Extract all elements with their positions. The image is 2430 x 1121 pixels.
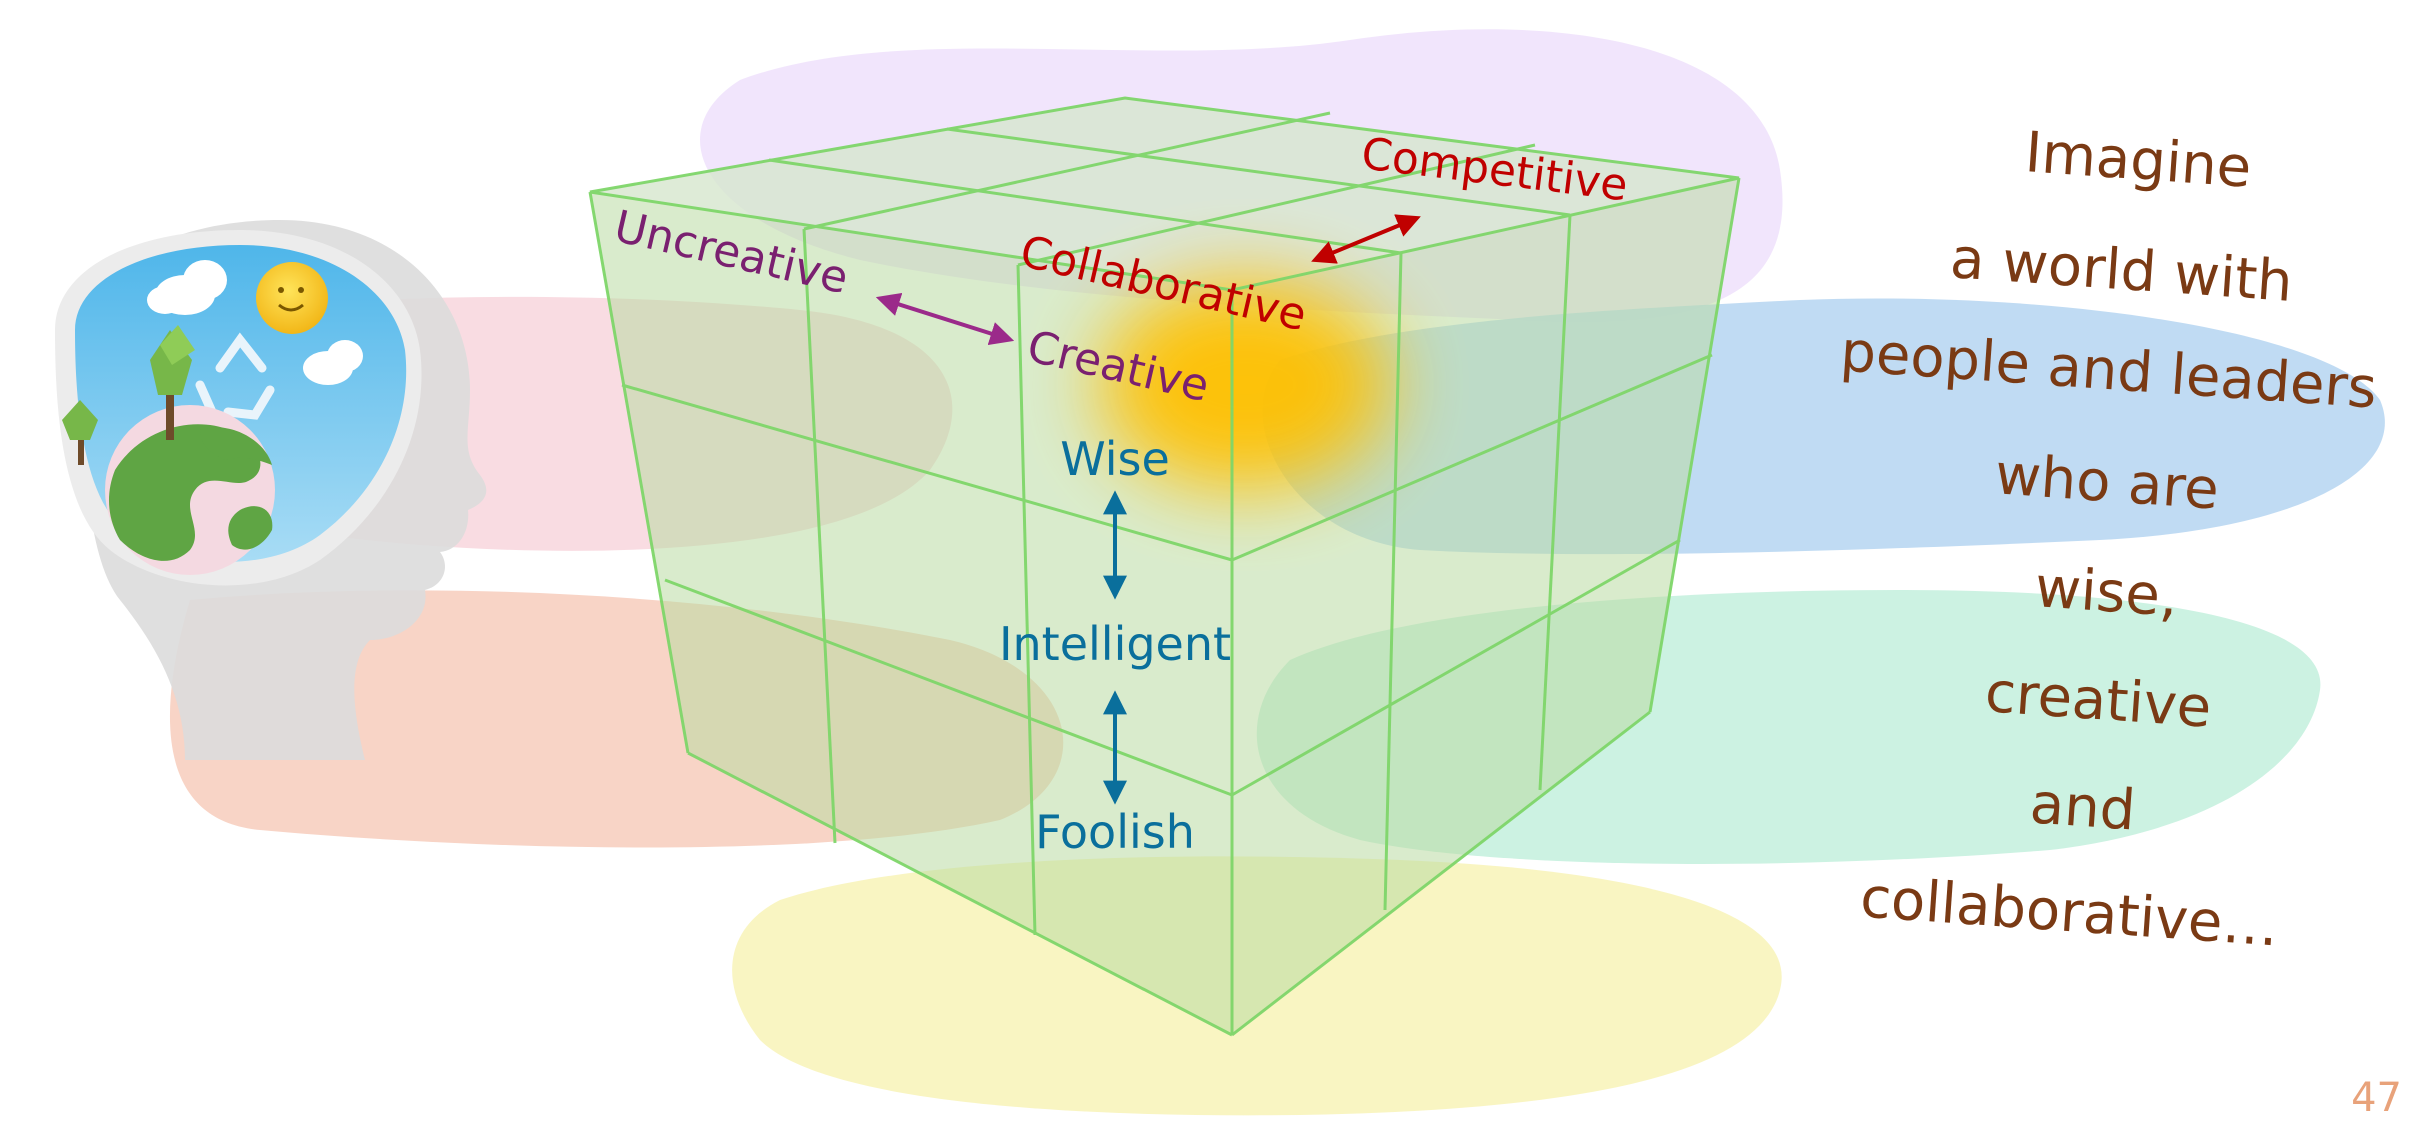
cube-top-face xyxy=(590,98,1739,290)
head-with-globe-icon xyxy=(55,220,487,760)
cloud-icon xyxy=(147,260,363,385)
intelligent-label: Intelligent xyxy=(999,617,1231,671)
tree-icon xyxy=(62,325,195,465)
wise-label: Wise xyxy=(1060,432,1170,486)
foolish-label: Foolish xyxy=(1035,805,1195,859)
page-number: 47 xyxy=(2351,1075,2402,1121)
quote-line-7: and xyxy=(2027,771,2138,844)
globe-icon xyxy=(105,405,275,575)
creativity-arrow xyxy=(875,292,1015,346)
cube-left-face xyxy=(590,192,1232,1035)
collaboration-arrow xyxy=(1311,214,1421,264)
sun-icon xyxy=(256,262,328,334)
cube-grid xyxy=(588,96,1741,1037)
highlight-glow xyxy=(1100,280,1390,490)
cube: Uncreative Creative Collaborative Compet… xyxy=(588,96,1741,1037)
cube-axes xyxy=(875,214,1421,805)
quote-line-5: wise, xyxy=(2032,555,2180,630)
